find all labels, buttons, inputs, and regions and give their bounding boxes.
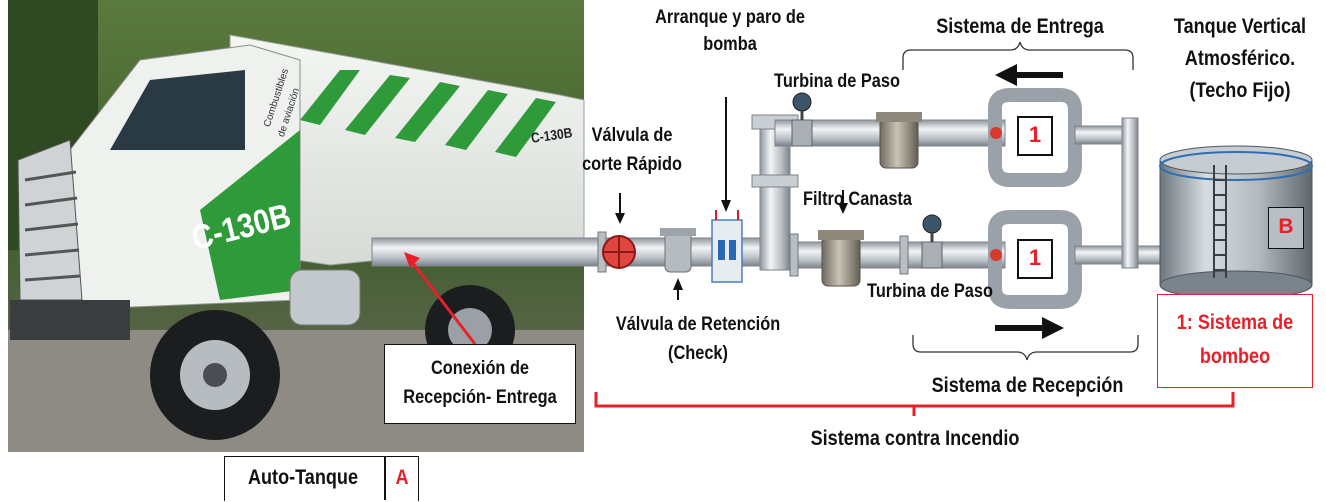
- arranque-paro-bomba: [711, 210, 743, 283]
- label-turbina-paso-top: Turbina de Paso: [774, 71, 900, 92]
- pointer-arrows: [615, 97, 848, 300]
- label-auto-tanque: Auto-Tanque: [247, 466, 358, 489]
- tanque-vertical: [1159, 145, 1313, 300]
- label-conexion-line1: Conexión de: [430, 358, 530, 379]
- label-sistema-entrega: Sistema de Entrega: [936, 15, 1104, 38]
- filtro-canasta-top: [876, 112, 922, 169]
- label-tanque-vertical: Tanque Vertical Atmosférico. (Techo Fijo…: [1171, 14, 1309, 104]
- flow-arrow-entrega: [995, 64, 1063, 86]
- label-conexion: Conexión de Recepción- Entrega: [397, 357, 562, 409]
- label-valvula-retencion-line2: (Check): [668, 343, 728, 364]
- auto-tanque-divider: [384, 456, 386, 500]
- pump-valve-bottom-icon: [990, 249, 1002, 261]
- brace-sistema-recepcion: [912, 335, 1139, 361]
- pump-valve-top-icon: [990, 127, 1002, 139]
- label-valvula-retencion-line1: Válvula de Retención: [615, 314, 781, 335]
- brace-sistema-entrega: [902, 41, 1134, 70]
- label-sistema-recepcion: Sistema de Recepción: [931, 374, 1124, 397]
- label-sistema-bombeo-line1: 1: Sistema de: [1176, 311, 1294, 334]
- label-arranque-paro: Arranque y paro de bomba: [653, 6, 808, 56]
- marker-a: A: [395, 466, 409, 489]
- conexion-pointer-arrow: [404, 252, 477, 345]
- label-filtro-canasta: Filtro Canasta: [803, 189, 912, 210]
- label-tanque-line2: Atmosférico.: [1184, 47, 1296, 70]
- label-sistema-bombeo: 1: Sistema de bombeo: [1168, 310, 1302, 370]
- label-sistema-incendio: Sistema contra Incendio: [810, 427, 1020, 450]
- label-arranque-line2: bomba: [703, 34, 757, 55]
- label-valvula-retencion: Válvula de Retención (Check): [603, 313, 792, 365]
- flow-arrow-recepcion: [995, 317, 1064, 339]
- auto-tanque-box: [224, 456, 419, 501]
- label-valvula-corte-line2: corte Rápido: [582, 154, 682, 175]
- label-conexion-line2: Recepción- Entrega: [403, 387, 557, 408]
- sistema-incendio-bracket: [594, 392, 1235, 408]
- label-arranque-line1: Arranque y paro de: [655, 7, 805, 28]
- label-valvula-corte-line1: Válvula de: [591, 125, 673, 146]
- pump-number-bottom: 1: [1017, 239, 1053, 279]
- sistema-bombeo-box: [1157, 294, 1313, 388]
- turbina-paso-bottom-icon: [921, 214, 943, 269]
- label-turbina-paso-bottom: Turbina de Paso: [867, 281, 993, 302]
- conexion-box: [384, 344, 576, 424]
- label-sistema-bombeo-line2: bombeo: [1199, 345, 1271, 368]
- marker-b: B: [1268, 207, 1304, 249]
- pump-number-top: 1: [1017, 116, 1053, 156]
- label-valvula-corte: Válvula de corte Rápido: [580, 124, 683, 176]
- valvula-retencion-check: [660, 228, 696, 273]
- valvula-corte-rapido: [602, 235, 636, 269]
- filtro-canasta-bottom: [818, 230, 864, 287]
- label-tanque-line1: Tanque Vertical: [1173, 15, 1307, 38]
- turbina-paso-top-icon: [791, 92, 813, 147]
- label-tanque-line3: (Techo Fijo): [1189, 79, 1291, 102]
